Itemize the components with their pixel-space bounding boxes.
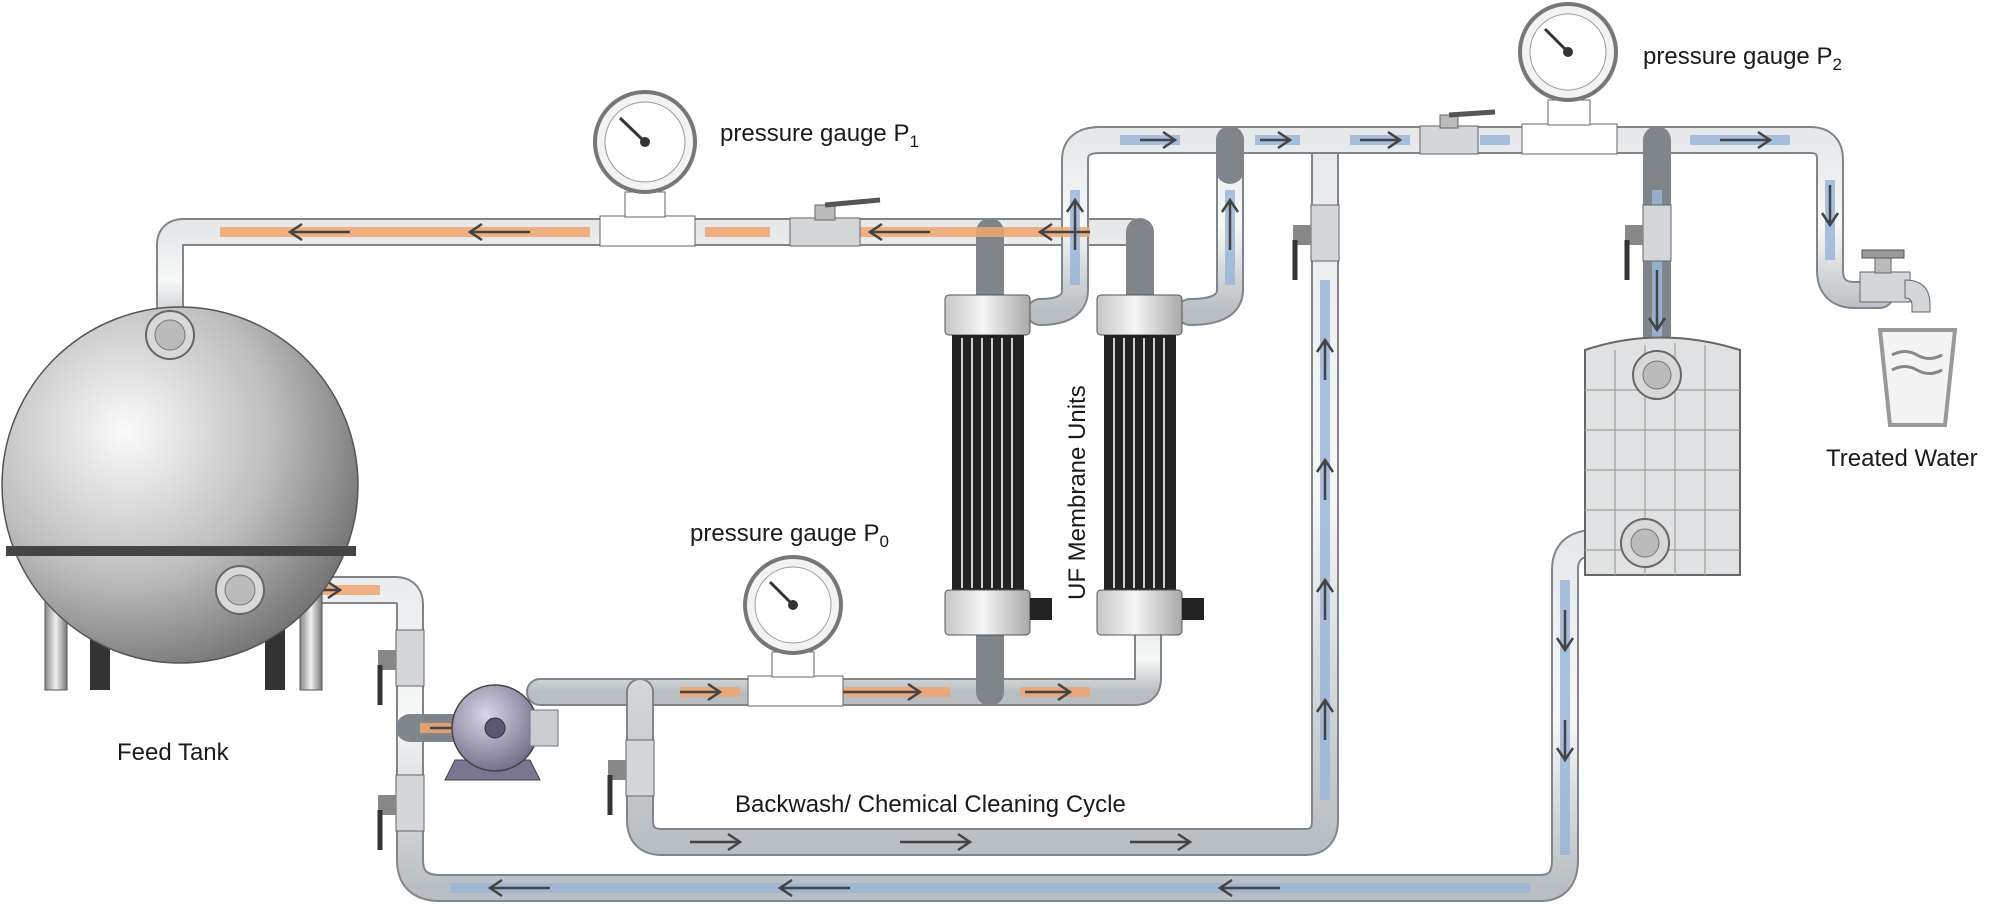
- pressure-gauge-p1-label-sub: 1: [909, 132, 918, 151]
- storage-tank: [1584, 336, 1741, 576]
- valves: [377, 109, 1672, 850]
- pressure-gauge-p0-label-main: pressure gauge P: [690, 520, 879, 547]
- pressure-gauge-p2-label-main: pressure gauge P: [1643, 43, 1832, 70]
- water-glass-icon: [1877, 328, 1958, 427]
- pressure-gauge-p2: [1518, 2, 1618, 155]
- uf-membrane-unit-2: [1096, 294, 1204, 636]
- feed-pump: [444, 684, 559, 781]
- valve-tank-outlet-1: [377, 629, 425, 705]
- pressure-gauge-p1: [593, 90, 697, 247]
- valve-p2-line: [1419, 109, 1496, 155]
- uf-membrane-unit-1: [944, 294, 1052, 636]
- valve-tank-outlet-2: [377, 774, 425, 850]
- pressure-gauge-p2-label-sub: 2: [1832, 55, 1841, 74]
- feed-tank-label: Feed Tank: [117, 739, 230, 766]
- valve-backwash-riser: [1292, 204, 1340, 280]
- pressure-gauge-p2-label: pressure gauge P2: [1643, 43, 1842, 74]
- pressure-gauge-p1-label-main: pressure gauge P: [720, 120, 909, 147]
- treated-water-label: Treated Water: [1826, 445, 1978, 472]
- flow-arrows: [287, 130, 1840, 898]
- backwash-cycle-label: Backwash/ Chemical Cleaning Cycle: [735, 791, 1126, 818]
- pressure-gauge-p1-label: pressure gauge P1: [720, 120, 919, 151]
- valve-storage-inlet: [1624, 204, 1672, 280]
- tap-icon: [1859, 249, 1931, 313]
- uf-membrane-units-label: UF Membrane Units: [1064, 385, 1091, 600]
- valve-backwash-inlet: [607, 739, 655, 815]
- pressure-gauge-p0-label-sub: 0: [879, 532, 888, 551]
- valve-p1-line: [789, 197, 881, 247]
- pressure-gauge-p0: [743, 555, 844, 707]
- pressure-gauge-p0-label: pressure gauge P0: [690, 520, 889, 551]
- feed-tank: [1, 306, 359, 691]
